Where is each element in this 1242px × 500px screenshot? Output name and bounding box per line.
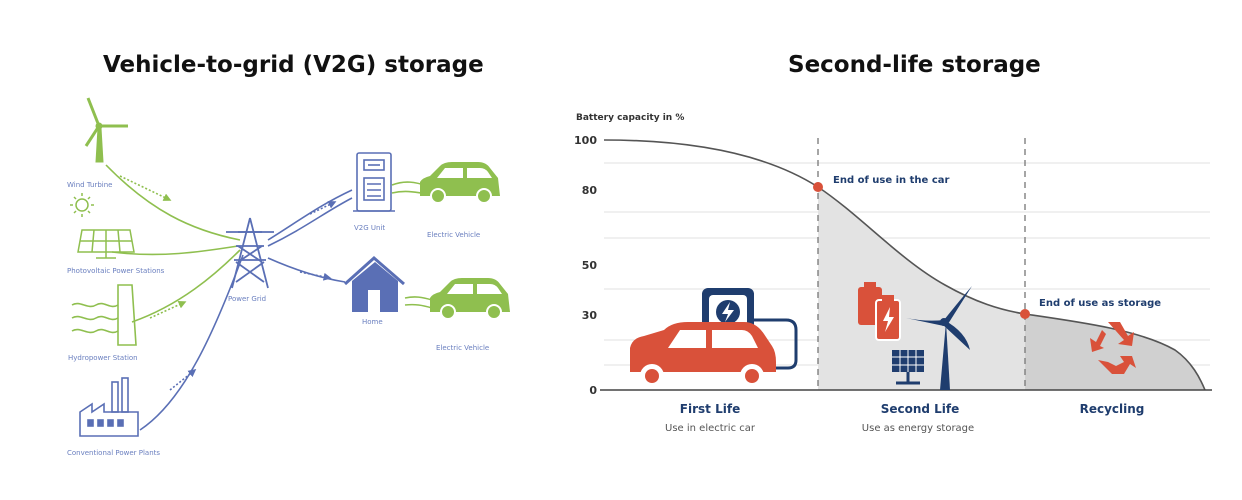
v2g-unit-icon [353,152,395,212]
battery-pack-icon [858,282,901,341]
source-flow-lines [105,164,244,431]
second-life-chart: Battery capacity in % 100 80 50 30 0 [574,113,1212,434]
home-icon [343,256,405,312]
capacity-curve [603,139,1206,391]
recycle-icon [1090,322,1136,374]
y-tick-label: 30 [582,309,598,322]
wind-turbine-icon-second-life [906,286,972,390]
electric-vehicle-icon-bottom [430,278,510,320]
y-tick-label: 100 [574,134,597,147]
sun-icon [70,193,94,217]
conventional-plants-label: Conventional Power Plants [67,449,160,457]
ev-bottom-label: Electric Vehicle [436,344,489,352]
phase-recycling-name: Recycling [1080,402,1145,416]
electric-car-icon [630,322,776,388]
hydropower-icon [71,284,137,346]
phase-first-life-description: Use in electric car [665,423,756,434]
phase-second-life-name: Second Life [881,402,960,416]
conventional-flow-line [139,254,244,431]
y-axis-ticks: 100 80 50 30 0 [574,134,597,397]
electric-vehicle-icon-top [420,162,500,204]
second-life-region [818,187,1025,390]
phase-second-life-description: Use as energy storage [862,423,974,434]
wind-turbine-label: Wind Turbine [67,181,112,189]
recycling-region [1025,314,1205,390]
phase-first-life-name: First Life [680,402,740,416]
hydro-flow-line [131,249,241,323]
end-of-storage-use-marker [1020,309,1030,319]
ev-top-label: Electric Vehicle [427,231,480,239]
v2g-diagram: Wind Turbine Photovoltaic Power Stations [67,97,510,457]
solar-array-icon [892,350,924,385]
grid-to-v2g-line [267,189,353,241]
y-tick-label: 80 [582,184,598,197]
solar-label: Photovoltaic Power Stations [67,267,165,275]
wind-flow-line [105,164,241,241]
v2g-title: Vehicle-to-grid (V2G) storage [103,52,484,78]
factory-icon [79,377,139,437]
grid-to-home-line [267,257,346,283]
solar-flow-line [111,245,239,256]
end-of-car-use-marker [813,182,823,192]
end-of-storage-use-label: End of use as storage [1039,298,1161,309]
v2g-unit-label: V2G Unit [354,224,385,232]
y-tick-label: 50 [582,259,598,272]
power-pylon-icon [226,217,274,289]
home-label: Home [362,318,383,326]
wind-turbine-icon [84,97,128,163]
y-tick-label: 0 [589,384,597,397]
solar-panel-icon [77,229,135,259]
second-life-title: Second-life storage [788,52,1041,78]
hydropower-label: Hydropower Station [68,354,138,362]
grid-to-v2g-line-2 [267,197,353,247]
grid-flow-lines [267,189,353,283]
power-grid-label: Power Grid [228,295,266,303]
end-of-car-use-label: End of use in the car [833,175,949,186]
y-axis-title: Battery capacity in % [576,113,684,123]
